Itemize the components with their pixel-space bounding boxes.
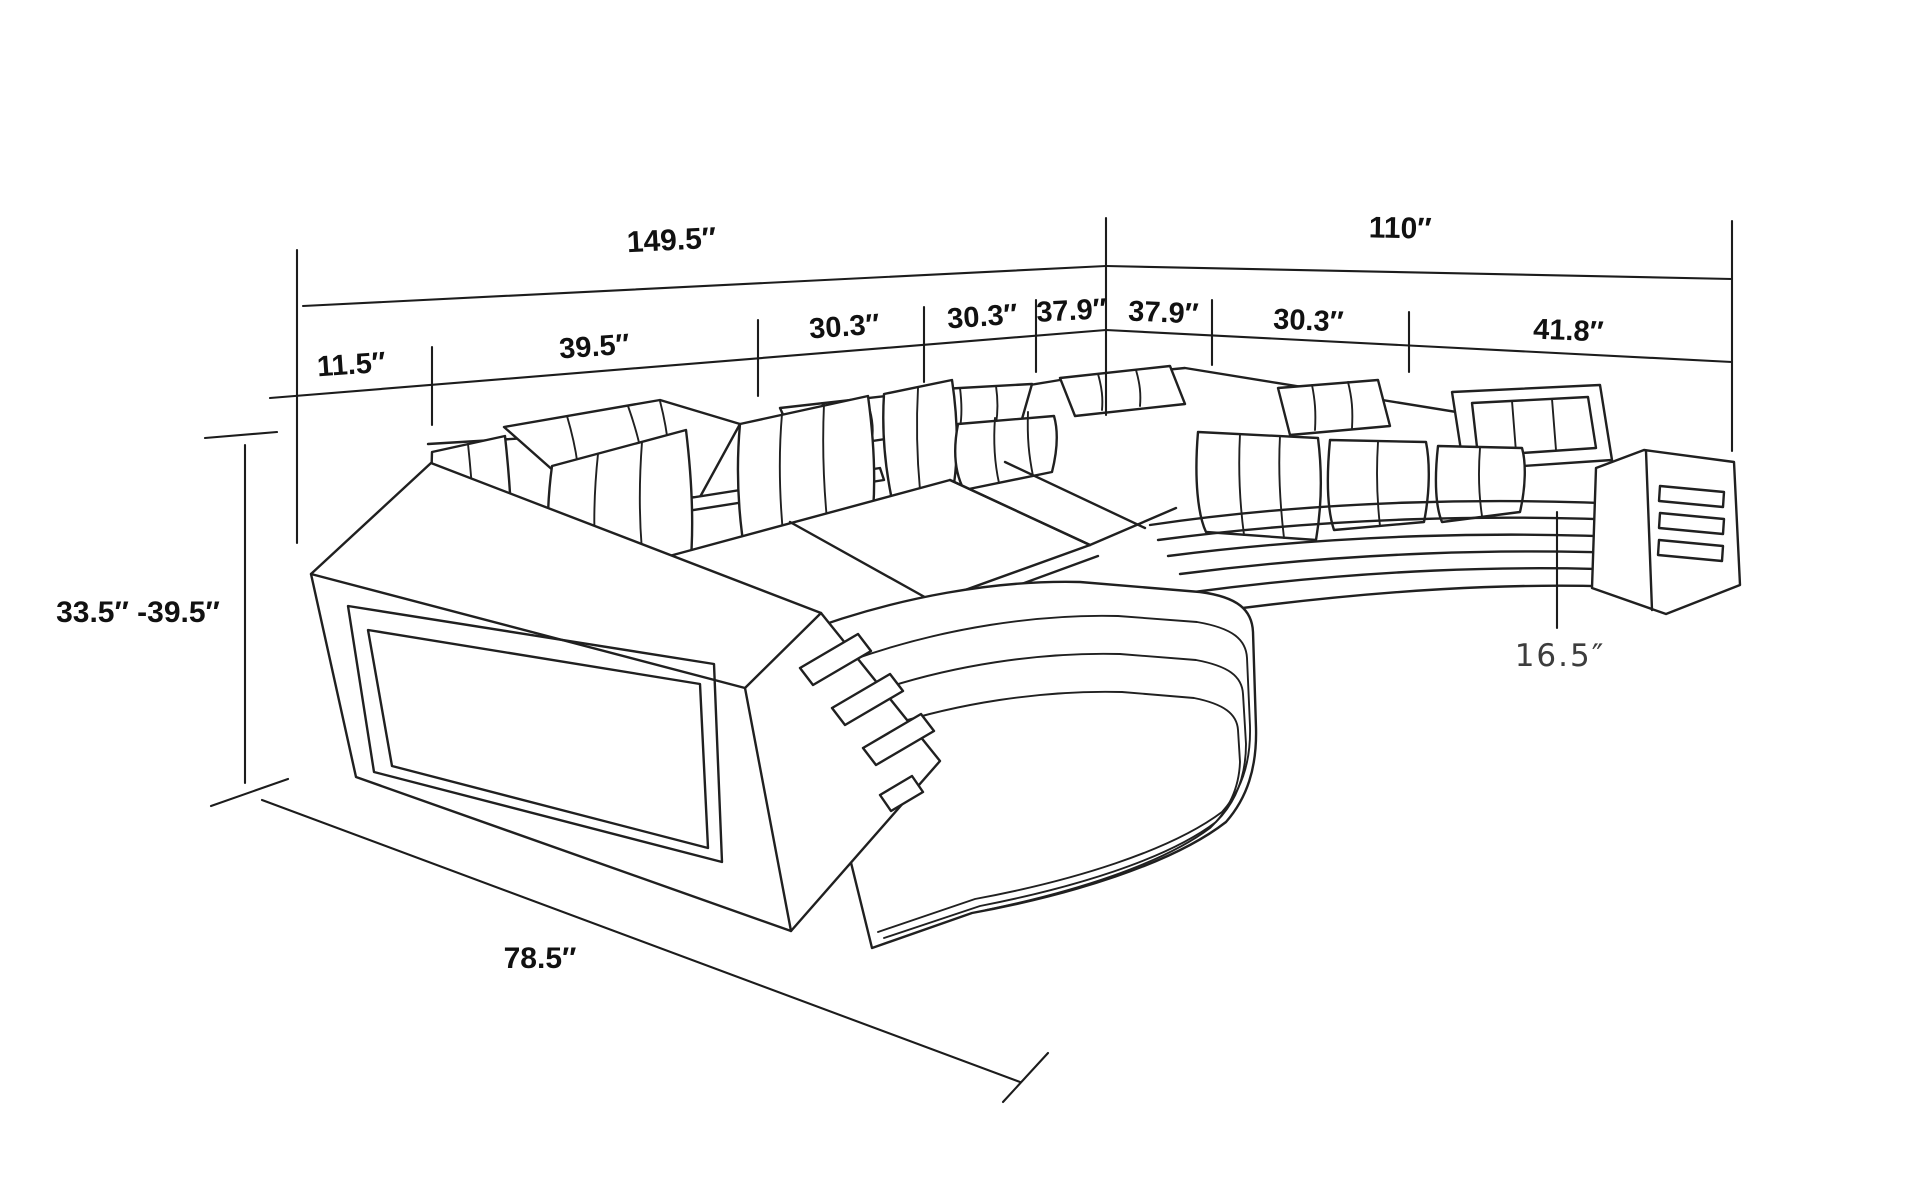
dimension-labels: 149.5″ 110″ 11.5″ 39.5″ 30.3″ 30.3″ 37.9… [56,211,1606,975]
label-segment-11-5: 11.5″ [316,347,387,384]
side-table-slot [1656,538,1725,563]
dimension-lines [203,216,1734,1104]
console-panel-edge [743,611,823,690]
label-overall-left: 149.5″ [626,222,717,259]
dimension-line-overall-right [1104,264,1734,281]
console-panel-slot [830,672,905,727]
label-segment-30-3-a: 30.3″ [808,309,881,346]
console-panel-slot [798,632,873,687]
chaise-lounge [793,580,1258,950]
dimension-line-overall-left [301,264,1108,308]
label-segment-30-3-c: 30.3″ [1273,303,1345,338]
label-height-range: 33.5″ -39.5″ [56,596,220,629]
label-overall-right: 110″ [1368,211,1431,245]
dimension-line-front-depth [260,798,1022,1084]
label-front-depth: 78.5″ [504,942,577,975]
headrest-flap-corner [1058,364,1187,418]
label-segment-37-9-a: 37.9″ [1036,293,1108,329]
console-panel-inner-edge [743,686,793,933]
label-segment-41-8: 41.8″ [1533,313,1605,348]
dimension-line-segments [268,328,1734,400]
console-inner-border [346,604,724,864]
console-panel-slot [878,774,925,813]
side-table-slot [1657,484,1726,509]
corner-seat-seam [948,478,1092,547]
corner-seat-seam-2 [1003,460,1147,530]
left-arm-console [309,461,942,933]
right-side-table [1590,448,1742,616]
label-segment-39-5: 39.5″ [558,329,631,366]
corner-back-cushion [953,411,1058,492]
console-panel-slot [861,712,936,767]
console-opening [366,628,710,850]
console-rim-front-edge [309,572,747,690]
label-base-height: 16.5″ [1515,638,1606,674]
label-segment-37-9-b: 37.9″ [1128,295,1200,330]
side-table-slot [1657,511,1726,536]
right-back-cushions [1195,430,1526,542]
sofa-line-art [309,364,1742,950]
headrest-flap-right [1276,378,1392,437]
label-segment-30-3-b: 30.3″ [946,299,1019,336]
corner-seat-edge [1088,506,1178,547]
